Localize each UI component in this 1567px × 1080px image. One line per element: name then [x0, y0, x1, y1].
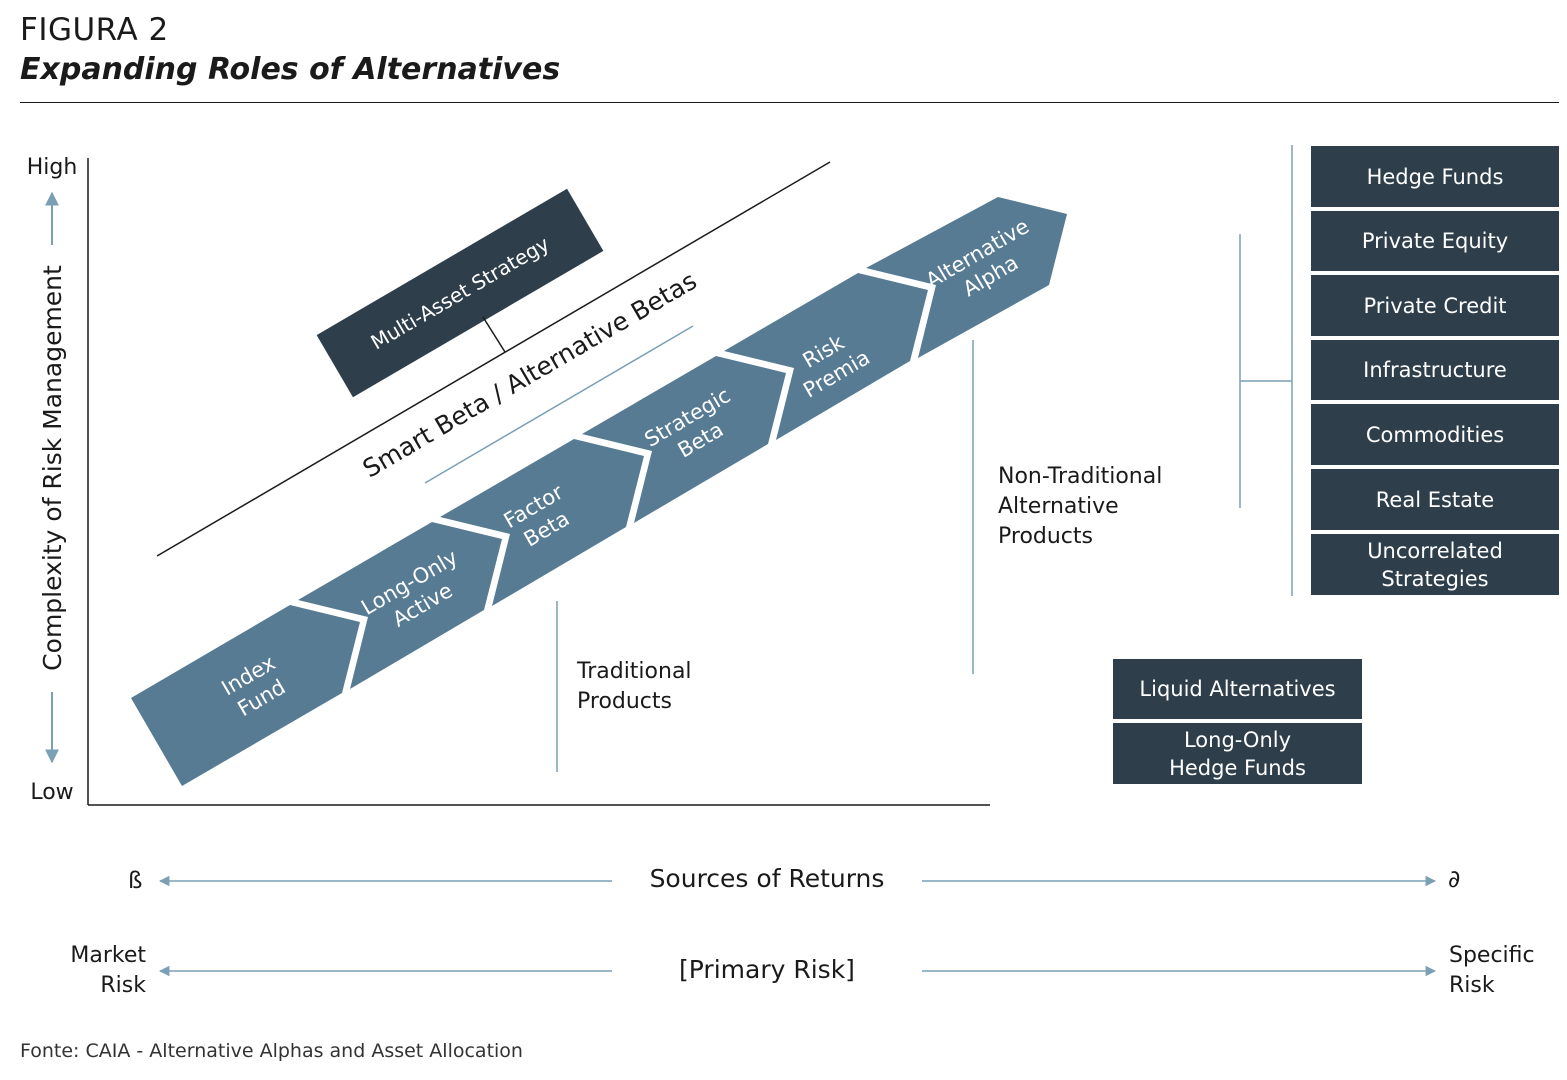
alt-box-hedge-funds: Hedge Funds	[1311, 146, 1559, 207]
chevron-factor-beta	[440, 439, 644, 606]
y-axis-high-label: High	[27, 155, 78, 180]
chevron-risk-premia	[724, 273, 928, 440]
multi-asset-connector	[482, 316, 506, 353]
chevron-strategic-beta	[582, 356, 786, 523]
figure-title: Expanding Roles of Alternatives	[20, 52, 561, 87]
figure-label: FIGURA 2	[20, 12, 169, 48]
alt-box-real-estate: Real Estate	[1311, 469, 1559, 530]
market-risk-label: Market Risk	[70, 943, 146, 998]
liquid-alternatives-box: Liquid Alternatives	[1113, 659, 1362, 719]
y-axis-title: Complexity of Risk Management	[38, 265, 67, 671]
alt-box-commodities: Commodities	[1311, 404, 1559, 465]
chevron-alternative-alpha	[866, 197, 1067, 358]
chevron-index-fund	[131, 605, 360, 786]
non-traditional-products-label: Non-Traditional Alternative Products	[998, 464, 1163, 549]
long-only-hedge-funds-box: Long-Only Hedge Funds	[1113, 723, 1362, 784]
primary-risk-label: [Primary Risk]	[679, 955, 855, 984]
traditional-products-label: Traditional Products	[577, 659, 692, 714]
y-axis-low-label: Low	[30, 780, 73, 805]
smart-beta-line	[156, 161, 831, 557]
chevron-long-only-active	[298, 522, 502, 689]
sources-of-returns-label: Sources of Returns	[649, 864, 885, 893]
chevron-band	[131, 197, 1067, 786]
smart-beta-underline	[424, 325, 694, 484]
alt-box-infrastructure: Infrastructure	[1311, 340, 1559, 400]
title-divider	[20, 102, 1559, 103]
specific-risk-label: Specific Risk	[1449, 943, 1535, 998]
alt-box-private-equity: Private Equity	[1311, 211, 1559, 271]
alt-box-uncorrelated-strategies: Uncorrelated Strategies	[1311, 534, 1559, 595]
figure-source: Fonte: CAIA - Alternative Alphas and Ass…	[20, 1040, 523, 1062]
beta-symbol: ß	[128, 868, 143, 894]
alpha-symbol: ∂	[1448, 865, 1461, 893]
alt-box-private-credit: Private Credit	[1311, 275, 1559, 336]
